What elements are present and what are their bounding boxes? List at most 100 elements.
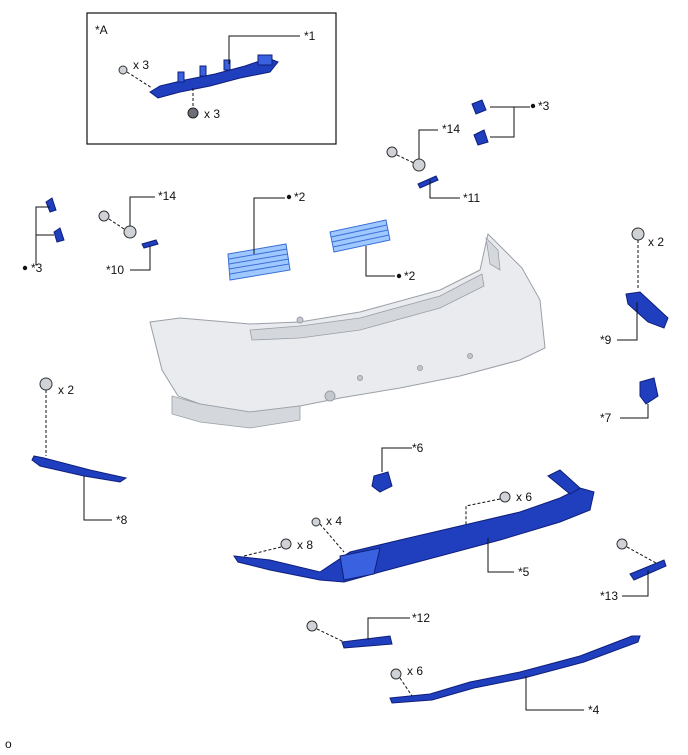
cover-part-6 bbox=[371, 471, 393, 493]
cover-part-3 bbox=[473, 129, 489, 146]
group-13: *13 bbox=[600, 538, 667, 603]
grommet-icon bbox=[412, 158, 426, 172]
sensor-hole bbox=[417, 365, 423, 371]
qty-5-right: x 6 bbox=[516, 490, 532, 504]
bracket-tab bbox=[199, 65, 207, 77]
sensor-hole bbox=[296, 316, 304, 324]
callout-3-left: *3 bbox=[31, 261, 43, 275]
leader-3 bbox=[490, 106, 515, 138]
clip-icon bbox=[306, 620, 318, 632]
bracket-part-1 bbox=[149, 57, 279, 99]
grille-right: *2 bbox=[329, 219, 416, 283]
inset-a: *A x 3 x 3 *1 bbox=[86, 12, 337, 145]
leader-dashed bbox=[126, 71, 153, 89]
callout-5: *5 bbox=[518, 565, 530, 579]
bumper-cover bbox=[149, 233, 546, 429]
bracket-tab bbox=[177, 71, 185, 83]
callout-13: *13 bbox=[600, 589, 618, 603]
callout-8: *8 bbox=[116, 513, 128, 527]
screw-icon bbox=[311, 517, 321, 527]
bullet-icon bbox=[530, 103, 536, 109]
leader-14 bbox=[418, 129, 438, 159]
callout-3-right: *3 bbox=[538, 99, 550, 113]
leader-9 bbox=[617, 302, 638, 341]
group-3-right: *3 bbox=[471, 99, 550, 146]
group-4: x 6 *4 bbox=[389, 635, 641, 717]
leader-5 bbox=[487, 538, 514, 573]
clip-icon bbox=[98, 210, 110, 222]
bumper-corner bbox=[485, 236, 501, 271]
bullet-icon bbox=[286, 194, 292, 200]
group-5: x 6 x 4 x 8 *5 bbox=[232, 469, 595, 583]
inset-title: *A bbox=[95, 23, 108, 37]
leader-dashed bbox=[399, 677, 413, 697]
tow-hook-hole bbox=[324, 390, 336, 402]
cover-part-3 bbox=[471, 99, 487, 115]
screw-icon bbox=[118, 65, 128, 75]
clip-icon bbox=[390, 668, 402, 680]
bracket-part-8 bbox=[31, 455, 128, 483]
cover-part-12 bbox=[341, 635, 393, 649]
leader-14 bbox=[129, 196, 155, 226]
callout-4: *4 bbox=[588, 703, 600, 717]
cover-part-11 bbox=[417, 175, 439, 189]
leader-dashed bbox=[626, 546, 657, 564]
diffuser-corner bbox=[547, 469, 581, 495]
leader-dashed bbox=[319, 523, 345, 553]
group-12: *12 bbox=[306, 611, 430, 649]
bracket-part-9 bbox=[625, 291, 669, 329]
leader-dashed bbox=[465, 498, 501, 526]
inset-screw-qty: x 3 bbox=[133, 58, 149, 72]
leader-2 bbox=[253, 197, 285, 254]
leader-3 bbox=[35, 206, 54, 236]
nut-icon bbox=[187, 107, 199, 119]
callout-10: *10 bbox=[106, 263, 124, 277]
callout-14-top: *14 bbox=[442, 122, 460, 136]
callout-1: *1 bbox=[304, 29, 316, 43]
clip-icon bbox=[499, 491, 511, 503]
leader-7 bbox=[620, 404, 649, 419]
inset-frame bbox=[86, 12, 337, 145]
clip-icon bbox=[386, 146, 398, 158]
cover-part-7 bbox=[639, 377, 659, 405]
group-9: x 2 *9 bbox=[600, 227, 669, 347]
diffuser-highlight bbox=[339, 547, 381, 581]
leader-dashed bbox=[243, 546, 282, 557]
callout-7: *7 bbox=[600, 411, 612, 425]
cover-part-3 bbox=[45, 197, 57, 213]
bullet-icon bbox=[396, 273, 402, 279]
bumper-lower bbox=[171, 395, 301, 429]
leader-12 bbox=[367, 617, 410, 640]
leader-dashed bbox=[316, 628, 345, 643]
leader-dashed bbox=[108, 218, 125, 230]
qty-4: x 6 bbox=[407, 664, 423, 678]
qty-9: x 2 bbox=[648, 235, 664, 249]
strip-part-4 bbox=[389, 635, 641, 704]
bullet-icon bbox=[22, 265, 28, 271]
callout-14-left: *14 bbox=[158, 189, 176, 203]
clip-icon bbox=[616, 538, 628, 550]
group-3-left: *3 bbox=[22, 197, 65, 275]
qty-8: x 2 bbox=[58, 383, 74, 397]
cover-part-3 bbox=[53, 227, 65, 243]
group-8: x 2 *8 bbox=[31, 377, 128, 527]
grille-part-2 bbox=[227, 243, 291, 281]
callout-6: *6 bbox=[412, 441, 424, 455]
clip-icon bbox=[631, 227, 645, 241]
callout-2-right: *2 bbox=[404, 269, 416, 283]
leader-4 bbox=[525, 676, 584, 711]
callout-2-left: *2 bbox=[294, 190, 306, 204]
leader-13 bbox=[622, 570, 649, 597]
callout-12: *12 bbox=[412, 611, 430, 625]
group-14-10: *14 *10 bbox=[98, 189, 176, 277]
callout-11: *11 bbox=[463, 191, 480, 205]
leader-8 bbox=[83, 476, 112, 521]
qty-5-small: x 4 bbox=[326, 514, 342, 528]
leader-6 bbox=[381, 447, 412, 472]
callout-9: *9 bbox=[600, 333, 612, 347]
bumper-upper-edge bbox=[249, 273, 485, 341]
clip-icon bbox=[39, 377, 53, 391]
figure-code: o bbox=[5, 737, 12, 751]
bracket-tab bbox=[257, 54, 273, 66]
